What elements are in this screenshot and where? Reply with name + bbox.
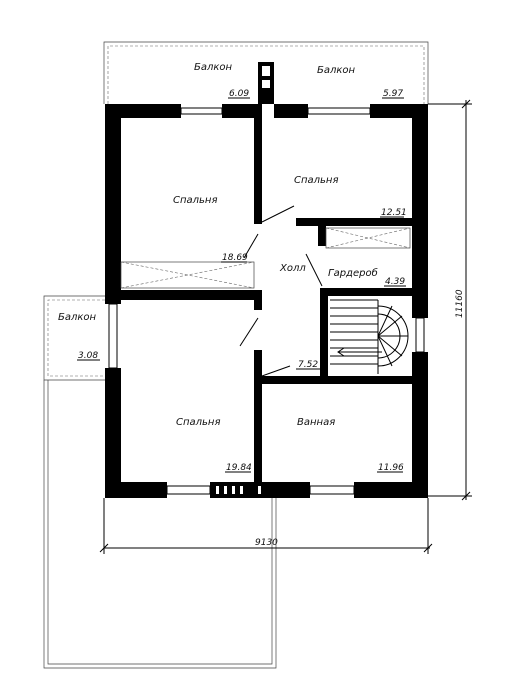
room-label-bedroom-top-left: Спальня — [173, 195, 218, 206]
lower-terrace — [43, 380, 277, 669]
room-label-balcony-top-right: Балкон — [317, 65, 356, 76]
room-label-balcony-top-left: Балкон — [194, 62, 233, 73]
area-hall: 7.52 — [298, 360, 318, 370]
dimension-height: 11160 — [455, 289, 465, 318]
staircase — [330, 299, 409, 374]
area-balcony-top-right: 5.97 — [383, 89, 403, 99]
outer-walls — [105, 104, 428, 498]
area-bedroom-top-left: 18.69 — [222, 253, 248, 263]
room-label-bedroom-top-right: Спальня — [294, 175, 339, 186]
interior-walls — [121, 104, 412, 482]
area-wardrobe: 4.39 — [385, 277, 405, 287]
left-balcony — [43, 295, 105, 381]
area-balcony-left: 3.08 — [78, 351, 98, 361]
room-label-bedroom-bottom: Спальня — [176, 417, 221, 428]
top-balcony — [103, 41, 429, 104]
dimension-width: 9130 — [255, 538, 278, 548]
area-bedroom-bottom: 19.84 — [226, 463, 252, 473]
dimension-lines — [99, 99, 472, 554]
area-bedroom-top-right: 12.51 — [381, 208, 407, 218]
wardrobe-cabinets — [120, 227, 411, 289]
room-label-balcony-left: Балкон — [58, 312, 97, 323]
area-balcony-top-left: 6.09 — [229, 89, 249, 99]
room-label-hall: Холл — [279, 263, 306, 274]
doors — [239, 205, 323, 377]
room-label-wardrobe: Гардероб — [328, 267, 378, 279]
room-label-bathroom: Ванная — [297, 417, 335, 428]
area-bathroom: 11.96 — [378, 463, 404, 473]
